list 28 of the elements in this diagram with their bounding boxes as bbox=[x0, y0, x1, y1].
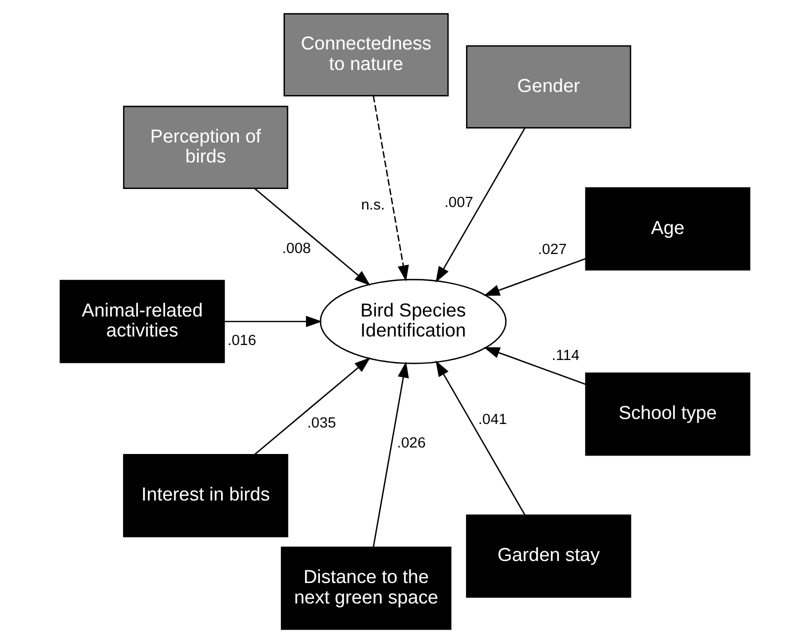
arrow bbox=[254, 357, 370, 455]
arrow bbox=[224, 316, 322, 328]
edge-label: .114 bbox=[552, 348, 580, 364]
edge-label: .007 bbox=[444, 195, 474, 212]
edge-label: n.s. bbox=[361, 198, 385, 214]
arrow bbox=[484, 347, 586, 385]
edge-label: .016 bbox=[228, 332, 256, 349]
arrow bbox=[436, 360, 526, 516]
node-box: Distance to the next green space bbox=[280, 546, 452, 630]
node-box: School type bbox=[585, 372, 750, 456]
node-box: Garden stay bbox=[466, 514, 632, 598]
edge-label: .008 bbox=[282, 240, 311, 257]
arrow bbox=[436, 128, 526, 283]
node-box: Animal-related activities bbox=[60, 280, 225, 364]
edge-label: .041 bbox=[478, 412, 507, 428]
edge-label: .026 bbox=[397, 436, 426, 452]
node-box: Age bbox=[585, 187, 750, 270]
edge-label: .035 bbox=[307, 416, 336, 432]
node-box: Gender bbox=[466, 45, 632, 129]
node-box: Perception of birds bbox=[123, 106, 288, 189]
node-box: Interest in birds bbox=[123, 454, 288, 538]
edge-label: .027 bbox=[538, 242, 567, 258]
node-ellipse: Bird Species Identification bbox=[320, 278, 507, 364]
arrow bbox=[372, 362, 409, 548]
arrow bbox=[372, 96, 409, 282]
arrow bbox=[484, 258, 586, 296]
node-box: Connectedness to nature bbox=[284, 13, 449, 96]
arrow bbox=[254, 188, 370, 286]
